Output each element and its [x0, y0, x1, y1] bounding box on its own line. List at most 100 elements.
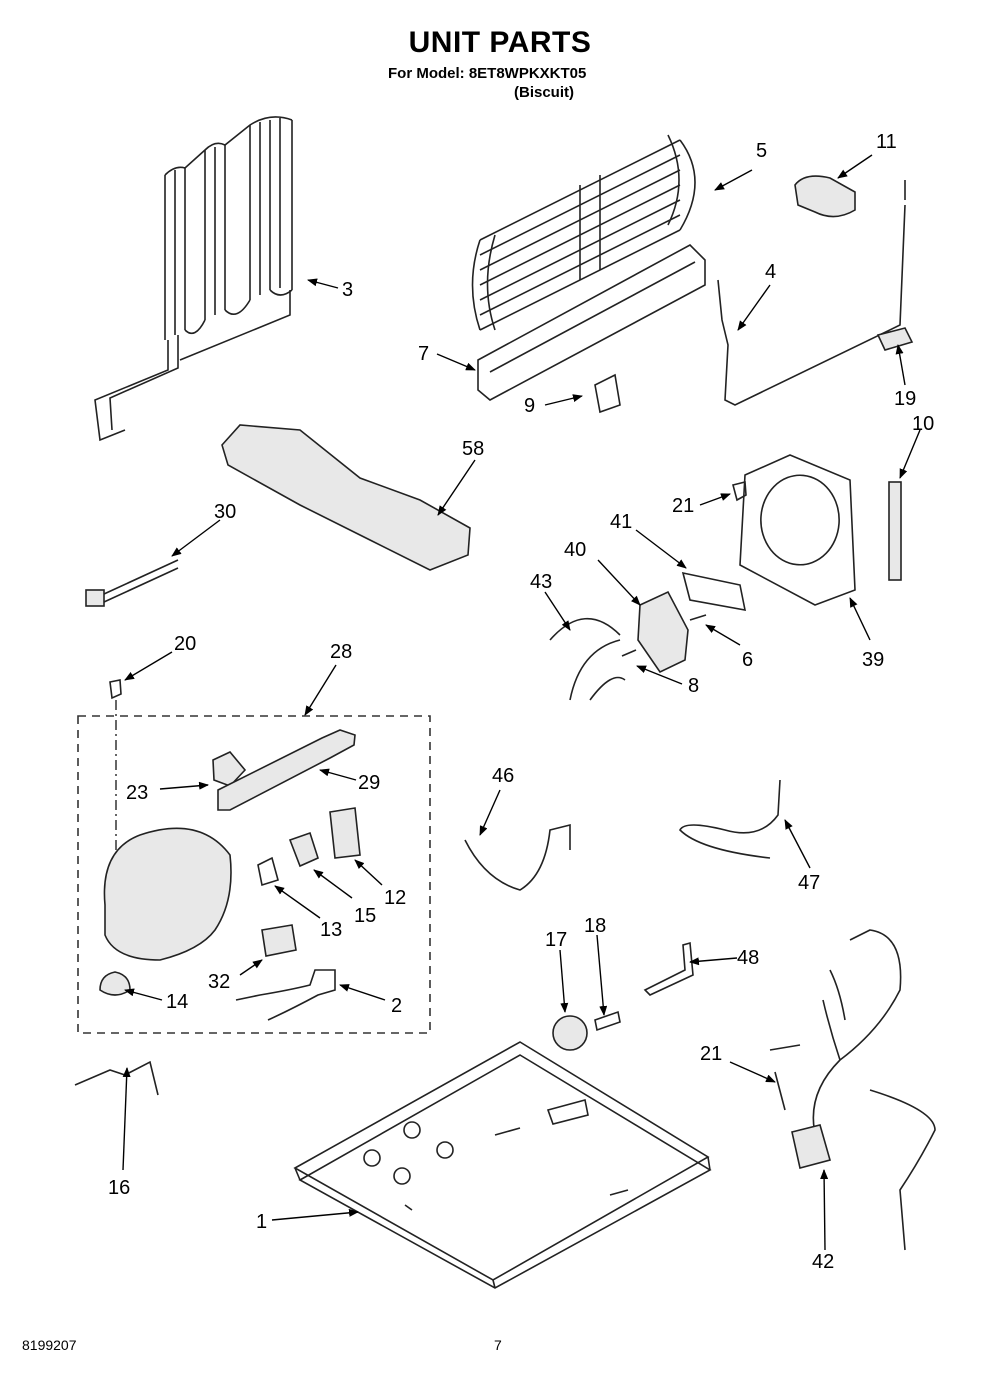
compressor-wiring [235, 969, 336, 1021]
leader-9 [544, 394, 583, 406]
suction-tube [464, 823, 571, 891]
callout-15: 15 [354, 905, 376, 927]
model-subtitle: For Model: 8ET8WPKXKT05 (Biscuit) [388, 64, 586, 102]
defrost-heater [85, 559, 179, 607]
leader-11 [837, 154, 873, 179]
leader-43 [544, 591, 571, 631]
callout-21a: 21 [672, 495, 694, 517]
leader-47 [784, 819, 811, 869]
page-number: 7 [494, 1337, 502, 1353]
drain-trough [477, 244, 706, 401]
callout-21b: 21 [700, 1043, 722, 1065]
compressor-bracket [643, 941, 694, 996]
callout-40: 40 [564, 539, 586, 561]
roller-screw [594, 1010, 621, 1032]
leader-5 [714, 169, 753, 191]
leader-19 [895, 344, 906, 386]
leader-48 [689, 957, 738, 966]
leader-1 [271, 1208, 359, 1221]
leader-6 [705, 624, 741, 646]
leader-18 [596, 934, 608, 1016]
compressor-terminal [257, 856, 279, 887]
callout-8: 8 [688, 675, 699, 697]
leader-17 [559, 949, 569, 1013]
defrost-thermostat [876, 327, 914, 351]
condenser-coil [94, 116, 293, 442]
callout-7: 7 [418, 343, 429, 365]
compressor [103, 827, 232, 961]
callout-58: 58 [462, 438, 484, 460]
leader-21a [699, 493, 731, 506]
motor-screws [621, 614, 707, 657]
leader-30 [171, 519, 221, 557]
callout-28: 28 [330, 641, 352, 663]
callout-39: 39 [862, 649, 884, 671]
page-title: UNIT PARTS [408, 26, 592, 59]
motor-bracket [681, 571, 747, 611]
wiring-harness [769, 929, 936, 1251]
leader-23 [159, 781, 209, 790]
callout-16: 16 [108, 1177, 130, 1199]
evaporator-coil [471, 134, 696, 331]
compressor-kit-outline [77, 715, 431, 1034]
leader-14 [124, 988, 163, 1001]
callout-20: 20 [174, 633, 196, 655]
leader-39 [849, 597, 871, 641]
capacitor [261, 924, 297, 957]
overload-relay [212, 751, 247, 787]
callout-18: 18 [584, 915, 606, 937]
leader-13 [274, 885, 321, 919]
callout-9: 9 [524, 395, 535, 417]
leader-10 [899, 429, 921, 479]
callout-1: 1 [256, 1211, 267, 1233]
model-line: For Model: 8ET8WPKXKT05 [388, 65, 587, 82]
fan-motor [637, 590, 689, 674]
leader-40 [597, 559, 641, 606]
compressor-grommet [99, 971, 131, 996]
callout-13: 13 [320, 919, 342, 941]
callout-4: 4 [765, 261, 776, 283]
callout-47: 47 [798, 872, 820, 894]
leader-58 [437, 459, 476, 516]
document-number: 8199207 [22, 1337, 77, 1353]
callout-2: 2 [391, 995, 402, 1017]
ground-screw [109, 679, 122, 700]
leader-32 [239, 959, 263, 976]
leader-21b [729, 1061, 776, 1083]
drain-clip [594, 373, 621, 414]
callout-29: 29 [358, 772, 380, 794]
discharge-tube [679, 779, 781, 859]
overload-protector [288, 831, 319, 868]
callout-42: 42 [812, 1251, 834, 1273]
callout-3: 3 [342, 279, 353, 301]
leader-42 [820, 1169, 829, 1251]
leader-46 [479, 789, 501, 836]
callout-30: 30 [214, 501, 236, 523]
leader-41 [635, 529, 687, 569]
callout-14: 14 [166, 991, 188, 1013]
leader-8 [636, 665, 683, 685]
wire-clip [74, 1060, 159, 1096]
unit-base [293, 1041, 712, 1289]
callout-32: 32 [208, 971, 230, 993]
start-relay [329, 807, 361, 859]
callout-41: 41 [610, 511, 632, 533]
foam-strip [888, 481, 902, 581]
screw [732, 480, 747, 502]
fan-blade [549, 617, 626, 701]
leader-29 [319, 768, 357, 781]
callout-6: 6 [742, 649, 753, 671]
callout-48: 48 [737, 947, 759, 969]
color-variant: (Biscuit) [514, 84, 574, 101]
leader-15 [313, 869, 353, 899]
leader-4 [737, 284, 771, 331]
callout-5: 5 [756, 140, 767, 162]
leader-3 [307, 278, 339, 289]
callout-17: 17 [545, 929, 567, 951]
callout-43: 43 [530, 571, 552, 593]
defrost-thermistor-harness [717, 180, 906, 406]
leader-28 [304, 664, 337, 716]
callout-10: 10 [912, 413, 934, 435]
callout-19: 19 [894, 388, 916, 410]
filter-drier [217, 729, 356, 811]
